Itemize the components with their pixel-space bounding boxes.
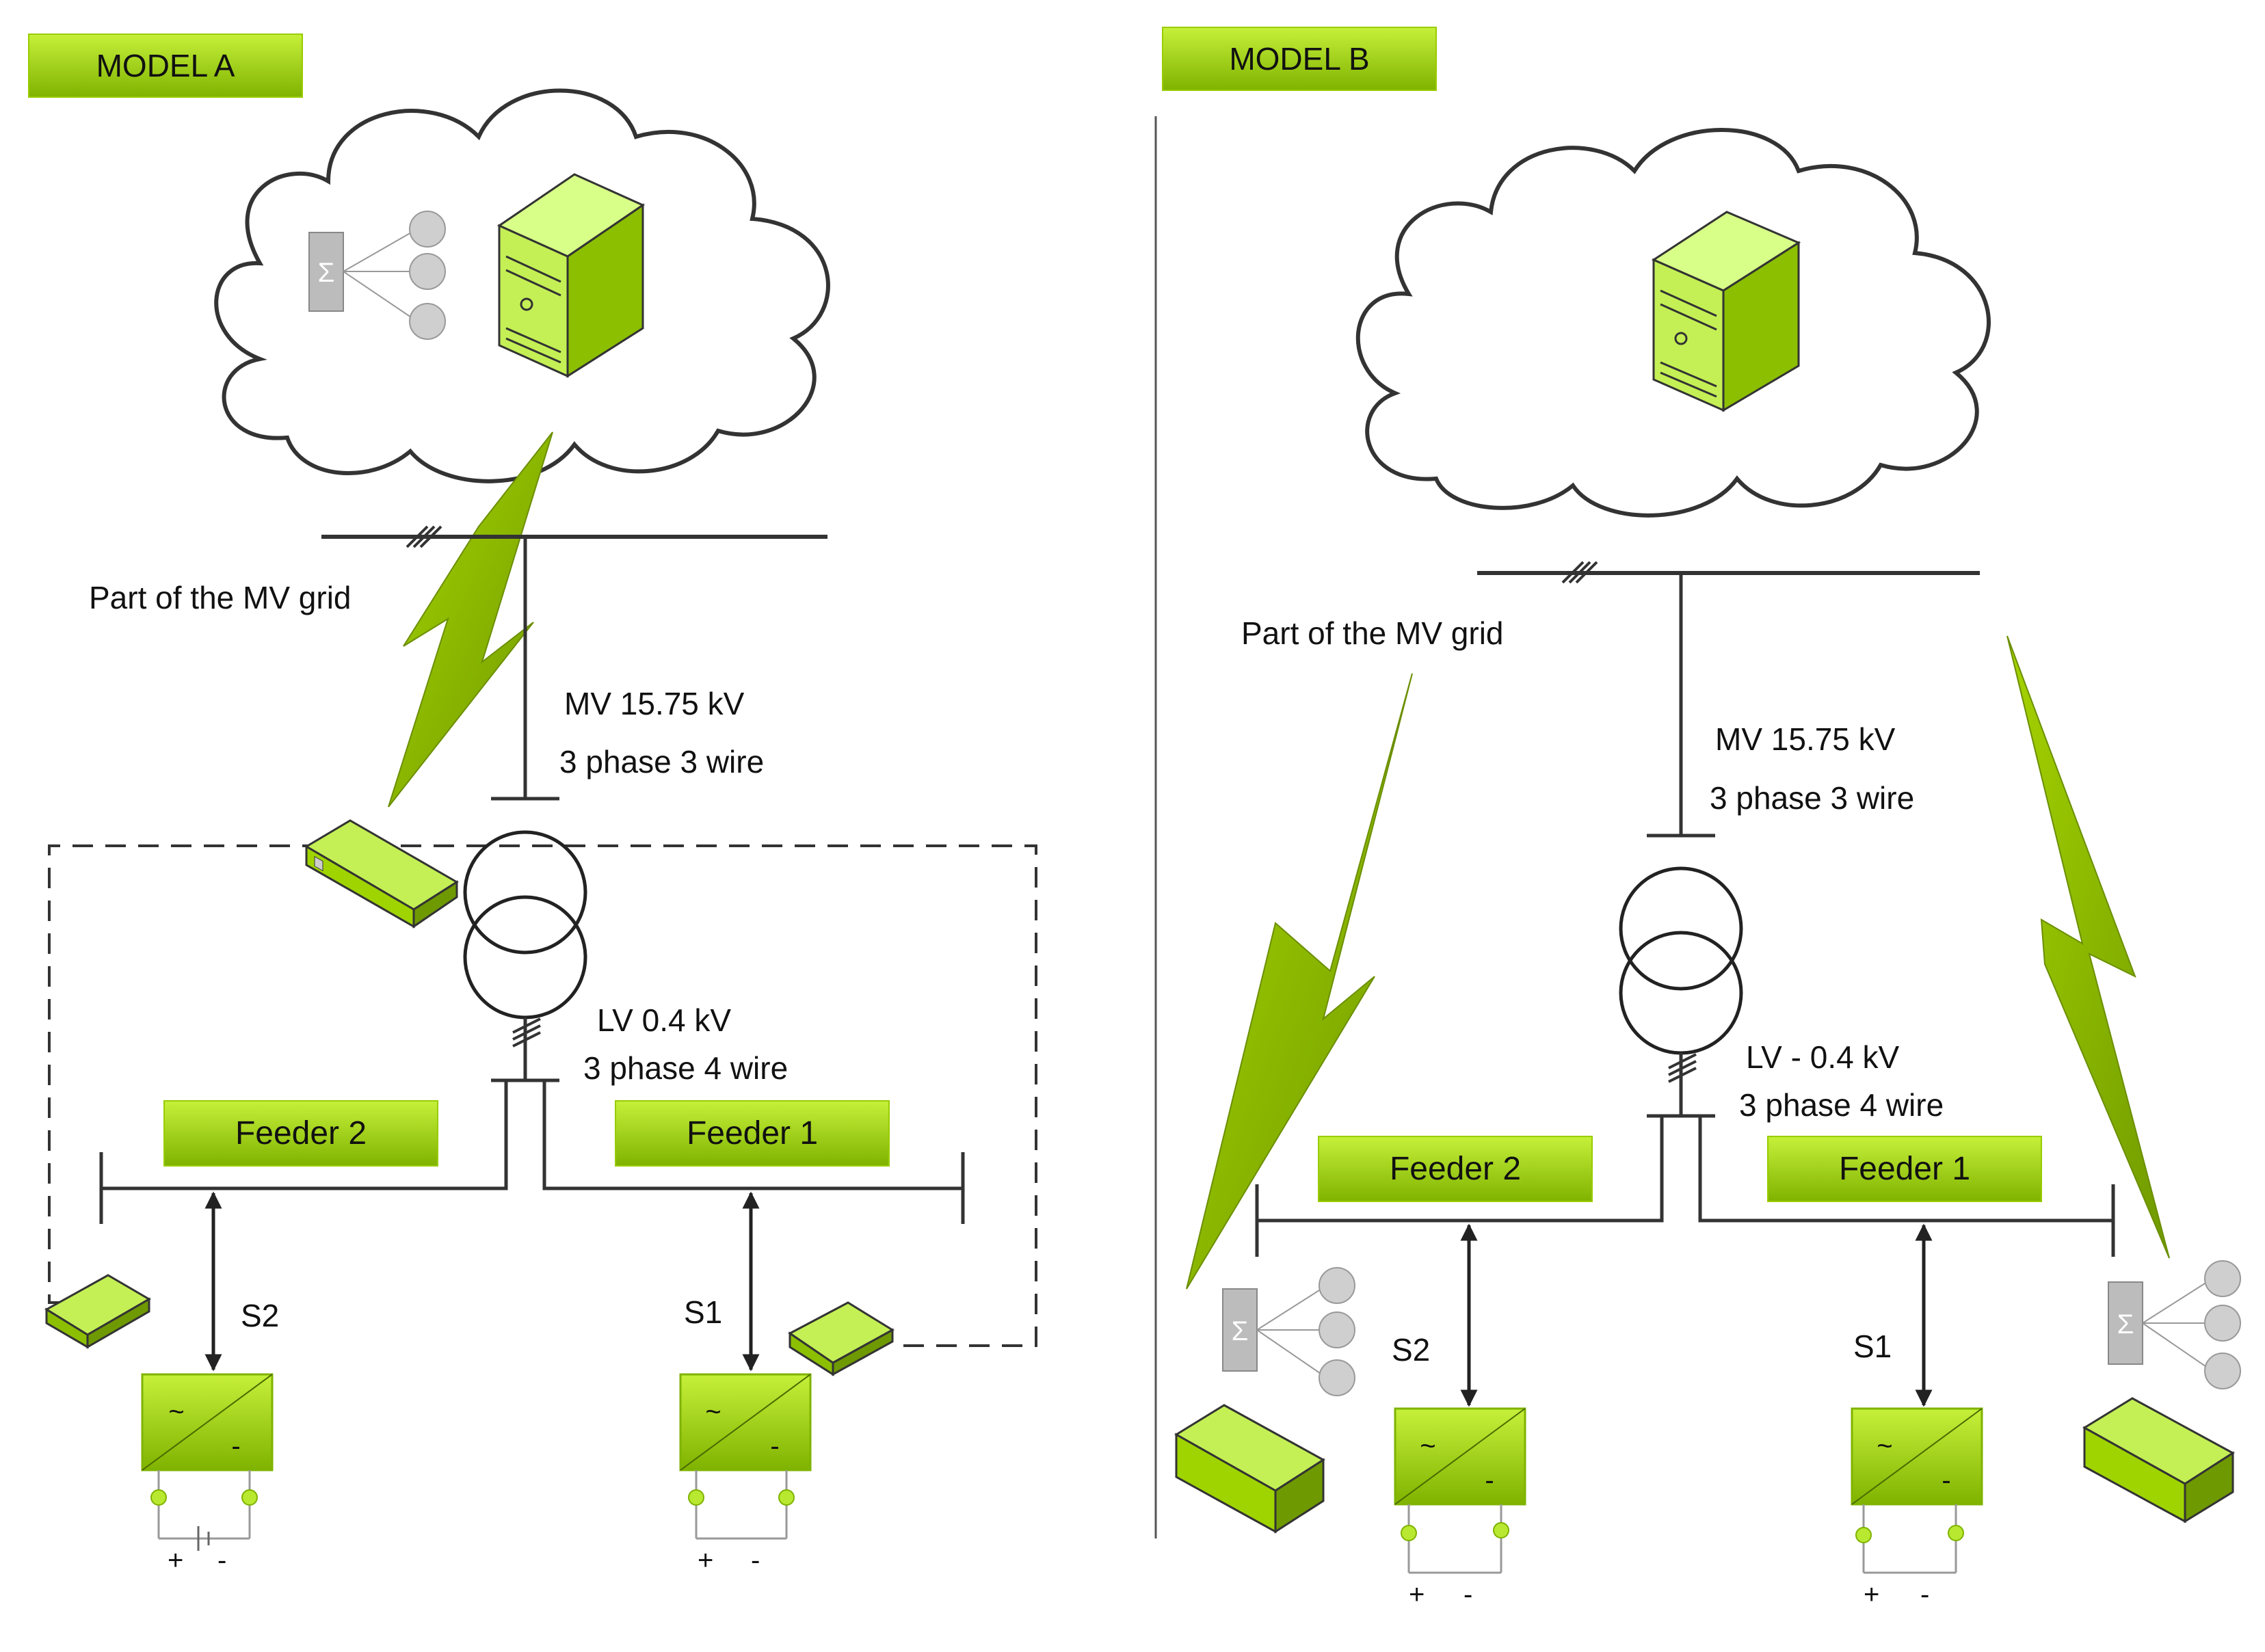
feeder-2-label: Feeder 2 [235, 1115, 367, 1151]
battery-minus: - [1463, 1580, 1472, 1610]
model-b-mv-wiring: 3 phase 3 wire [1710, 780, 1914, 816]
server-icon [1651, 211, 1801, 412]
model-b-grid-label: Part of the MV grid [1241, 615, 1504, 651]
inverter-icon: ~ - [141, 1373, 274, 1471]
inverter-icon: ~ - [1394, 1407, 1526, 1506]
model-a: MODEL A Σ [28, 34, 1037, 1575]
model-a-mv-label: MV 15.75 kV [564, 686, 745, 721]
lightning-icon [1186, 673, 1413, 1290]
feeder-2-box [163, 1100, 438, 1167]
feeder-left-line [1257, 1116, 1664, 1223]
inverter-ac-symbol: ~ [1877, 1431, 1892, 1461]
inverter-icon: ~ - [1851, 1407, 1983, 1506]
battery-minus: - [1920, 1580, 1929, 1610]
feeder-right-line [542, 1080, 963, 1190]
aggregator-symbol: Σ [1232, 1316, 1249, 1346]
inverter-dc-symbol: - [1485, 1465, 1494, 1495]
source-s1-label: S1 [684, 1294, 722, 1330]
battery-plus: + [1864, 1580, 1879, 1610]
inverter-icon: ~ - [679, 1373, 812, 1471]
router-icon [788, 1301, 895, 1376]
battery-plus: + [1409, 1580, 1425, 1610]
model-a-grid-label: Part of the MV grid [89, 580, 352, 615]
aggregator-symbol: Σ [318, 258, 335, 288]
inverter-dc-symbol: - [770, 1431, 779, 1461]
battery-plus: + [168, 1545, 183, 1575]
model-b-mv-label: MV 15.75 kV [1715, 721, 1896, 757]
model-a-lv-label: LV 0.4 kV [597, 1002, 731, 1038]
model-b-lv-label: LV - 0.4 kV [1746, 1039, 1899, 1075]
model-b-title: MODEL B [1229, 41, 1369, 77]
battery-icon: + - [688, 1470, 795, 1575]
model-b: MODEL B Part of the MV grid MV 15.75 kV … [1162, 27, 2241, 1610]
server-icon [496, 173, 646, 378]
feeder-1-label: Feeder 1 [687, 1115, 818, 1151]
feeder-1-box [615, 1100, 890, 1167]
switch-icon [304, 819, 459, 929]
feeder-1-label: Feeder 1 [1839, 1151, 1970, 1187]
model-b-lv-wiring: 3 phase 4 wire [1739, 1087, 1944, 1123]
aggregator-icon: Σ [308, 211, 446, 340]
feeder-2-box [1318, 1136, 1593, 1202]
aggregator-icon: Σ [1222, 1267, 1355, 1396]
inverter-ac-symbol: ~ [1420, 1431, 1435, 1461]
battery-minus: - [751, 1545, 760, 1575]
inverter-ac-symbol: ~ [705, 1397, 721, 1427]
feeder-2-label: Feeder 2 [1390, 1151, 1521, 1187]
switch-icon [1174, 1404, 1325, 1534]
source-s2-label: S2 [241, 1298, 279, 1333]
feeder-right-line [1698, 1116, 2113, 1223]
model-a-lv-wiring: 3 phase 4 wire [583, 1050, 788, 1086]
lightning-icon [2006, 635, 2170, 1259]
battery-plus: + [698, 1545, 713, 1575]
switch-icon [2082, 1397, 2235, 1523]
model-b-title-box [1162, 27, 1437, 91]
battery-icon: + - [1855, 1504, 1964, 1610]
aggregator-symbol: Σ [2117, 1309, 2134, 1340]
transformer-icon [463, 830, 587, 1020]
battery-icon: + - [1401, 1504, 1509, 1610]
communication-boundary [48, 844, 1037, 1347]
inverter-dc-symbol: - [1942, 1465, 1950, 1495]
source-s1-label: S1 [1853, 1329, 1892, 1364]
router-icon [44, 1274, 151, 1349]
inverter-dc-symbol: - [231, 1431, 240, 1461]
battery-icon: + - [150, 1470, 258, 1575]
feeder-left-line [101, 1080, 508, 1190]
inverter-ac-symbol: ~ [168, 1397, 184, 1427]
lightning-icon [388, 431, 553, 808]
battery-minus: - [217, 1545, 226, 1575]
model-a-mv-wiring: 3 phase 3 wire [559, 744, 764, 780]
feeder-1-box [1767, 1136, 2042, 1202]
model-a-title-box [28, 34, 303, 98]
model-a-title: MODEL A [96, 48, 235, 83]
source-s2-label: S2 [1392, 1332, 1430, 1368]
transformer-icon [1619, 866, 1743, 1055]
aggregator-icon: Σ [2108, 1260, 2241, 1389]
